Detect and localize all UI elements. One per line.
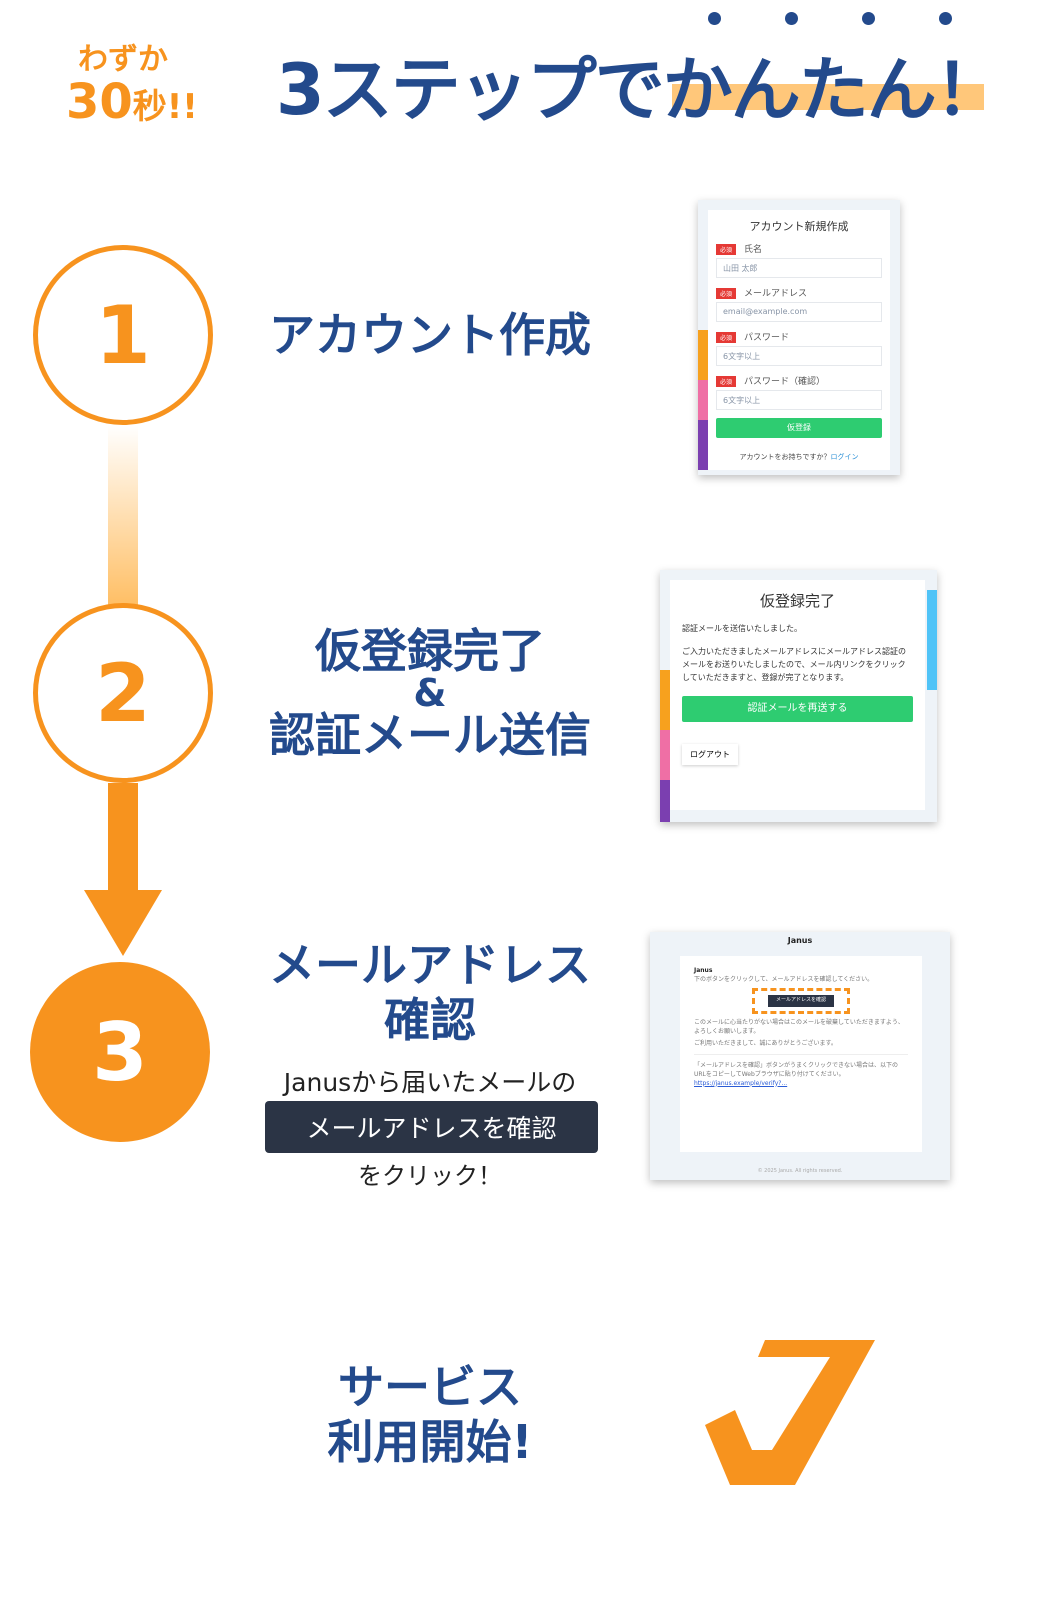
register-button: 仮登録 (716, 418, 882, 438)
step-1-circle: 1 (33, 245, 213, 425)
title-prefix: 3ステップで (276, 49, 665, 131)
email-field: email@example.com (716, 302, 882, 322)
email-link: https://janus.example/verify?... (694, 1079, 788, 1087)
logout-button: ログアウト (682, 744, 738, 765)
email-intro: 下のボタンをクリックして、メールアドレスを確認してください。 (694, 976, 874, 983)
name-field: 山田 太郎 (716, 258, 882, 278)
step-2-line2: & (413, 671, 447, 715)
field-label: 氏名 (744, 245, 763, 255)
required-badge: 必須 (716, 288, 737, 299)
field-label: メールアドレス (744, 289, 808, 299)
tagline-num: 30 (66, 74, 133, 130)
email-screenshot: Janus Janus 下のボタンをクリックして、メールアドレスを確認してくださ… (650, 932, 950, 1180)
password-confirm-field: 6文字以上 (716, 390, 882, 410)
tagline-seconds: 30秒!! (66, 74, 198, 130)
page-title: 3ステップでかんたん！ (276, 34, 1005, 135)
step-3-desc-bottom: をクリック！ (358, 1162, 502, 1190)
title-highlight (672, 84, 984, 110)
connector-line (108, 425, 138, 607)
emphasis-dot (785, 12, 798, 25)
title-suffix: ！ (934, 49, 1005, 131)
email-copyright: © 2025 Janus. All rights reserved. (757, 1168, 843, 1174)
connector-arrow-shaft (108, 783, 138, 893)
step-2-title: 仮登録完了 & 認証メール送信 (250, 628, 610, 758)
required-badge: 必須 (716, 244, 737, 255)
email-note1: このメールに心当たりがない場合はこのメールを破棄していただきますよう、よろしくお… (694, 1018, 904, 1035)
pending-line1: 認証メールを送信いたしました。 (682, 624, 802, 633)
signup-title: アカウント新規作成 (749, 220, 849, 233)
login-link: ログイン (830, 453, 859, 461)
required-badge: 必須 (716, 376, 737, 387)
field-label: パスワード（確認） (744, 377, 826, 387)
emphasis-dot (862, 12, 875, 25)
signup-footer: アカウントをお持ちですか？ (739, 453, 831, 461)
arrow-down-icon (84, 890, 162, 956)
signup-screenshot: アカウント新規作成 必須氏名 山田 太郎 必須メールアドレス email@exa… (698, 200, 900, 475)
email-brand: Janus (787, 936, 813, 945)
step-3-title: メールアドレス 確認 (250, 938, 610, 1048)
step-4-line1: サービス (338, 1360, 522, 1414)
step-3-line2: 確認 (384, 993, 476, 1048)
resend-button: 認証メールを再送する (682, 696, 913, 723)
email-fallback: 「メールアドレスを確認」ボタンがうまくクリックできない場合は、以下のURLをコピ… (694, 1053, 908, 1079)
pending-screenshot: 仮登録完了 認証メールを送信いたしました。 ご入力いただきましたメールアドレスに… (660, 570, 937, 822)
email-heading: Janus (694, 967, 713, 974)
step-2-circle: 2 (33, 603, 213, 783)
email-confirm-button: メールアドレスを確認 (767, 995, 834, 1007)
pending-body: ご入力いただきましたメールアドレスにメールアドレス認証のメールをお送りいたしまし… (682, 647, 906, 682)
tagline-unit: 秒!! (132, 87, 198, 127)
password-field: 6文字以上 (716, 346, 882, 366)
janus-logo-icon (705, 1340, 875, 1485)
email-note2: ご利用いただきまして、誠にありがとうございます。 (694, 1039, 837, 1047)
title-emphasis: かんたん (662, 49, 937, 131)
emphasis-dot (708, 12, 721, 25)
pending-title: 仮登録完了 (759, 592, 835, 610)
emphasis-dot (939, 12, 952, 25)
confirm-email-label: メールアドレスを確認 (265, 1101, 598, 1153)
step-2-line3: 認証メール送信 (269, 708, 591, 762)
step-3-circle: 3 (30, 962, 210, 1142)
field-label: パスワード (744, 333, 790, 343)
step-3-line1: メールアドレス (269, 938, 591, 992)
step-2-line1: 仮登録完了 (315, 624, 545, 678)
required-badge: 必須 (716, 332, 737, 343)
step-4-title: サービス 利用開始! (250, 1360, 610, 1470)
step-3-desc-top: Janusから届いたメールの (283, 1068, 577, 1097)
step-1-title: アカウント作成 (269, 308, 591, 362)
tagline-top: わずか (78, 42, 168, 77)
step-4-line2: 利用開始! (327, 1415, 533, 1470)
